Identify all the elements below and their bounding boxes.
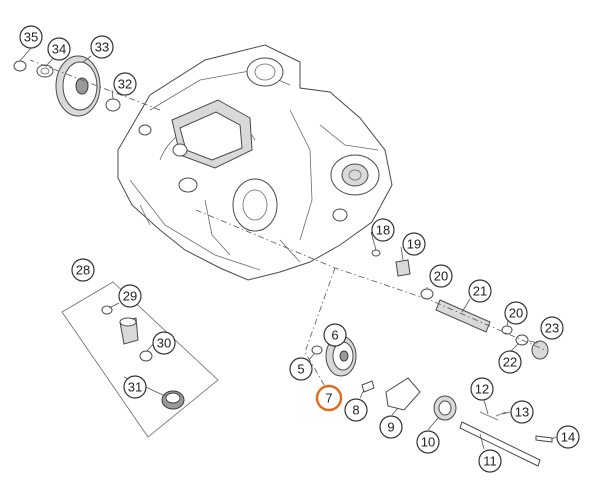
callout-29[interactable]: 29 xyxy=(118,284,142,308)
oring-20b xyxy=(501,325,513,335)
cover-9 xyxy=(385,377,421,411)
callout-11-label: 11 xyxy=(483,454,497,469)
callout-22[interactable]: 22 xyxy=(498,350,522,374)
callout-35[interactable]: 35 xyxy=(19,25,43,49)
inset-frame xyxy=(61,281,219,438)
callout-5-label: 5 xyxy=(297,362,304,377)
callout-34-label: 34 xyxy=(52,42,66,57)
bolt-8 xyxy=(361,380,375,393)
callout-21[interactable]: 21 xyxy=(468,279,492,303)
callout-14[interactable]: 14 xyxy=(556,425,580,449)
callout-18[interactable]: 18 xyxy=(371,218,395,242)
callout-7-label: 7 xyxy=(325,391,332,406)
washer-35 xyxy=(13,60,27,72)
pin-14 xyxy=(535,435,553,443)
callout-14-label: 14 xyxy=(561,430,575,445)
callout-34[interactable]: 34 xyxy=(47,37,71,61)
callout-32[interactable]: 32 xyxy=(113,72,137,96)
assembly-axis-lines xyxy=(29,59,546,396)
callout-30-label: 30 xyxy=(157,336,171,351)
callout-31[interactable]: 31 xyxy=(123,375,147,399)
ring-34 xyxy=(36,64,54,78)
balancer-gear-group xyxy=(13,55,121,117)
callout-5[interactable]: 5 xyxy=(289,357,313,381)
shaft-group xyxy=(371,249,549,360)
callout-6[interactable]: 6 xyxy=(323,323,347,347)
callout-9[interactable]: 9 xyxy=(379,415,403,439)
callout-28-label: 28 xyxy=(76,263,90,278)
callout-19-label: 19 xyxy=(407,237,421,252)
callout-13-label: 13 xyxy=(515,405,529,420)
callout-12[interactable]: 12 xyxy=(470,377,494,401)
pin-12 xyxy=(479,411,499,421)
shaft-21 xyxy=(435,299,491,333)
crankcase-housing xyxy=(117,44,393,281)
callout-20-upper[interactable]: 20 xyxy=(429,264,453,288)
callout-23[interactable]: 23 xyxy=(540,316,564,340)
callout-10[interactable]: 10 xyxy=(416,430,440,454)
plug-23 xyxy=(531,340,549,360)
bearing-32 xyxy=(105,98,121,112)
callout-12-label: 12 xyxy=(475,382,489,397)
callout-31-label: 31 xyxy=(128,380,142,395)
callout-19[interactable]: 19 xyxy=(402,232,426,256)
callout-33-label: 33 xyxy=(95,40,109,55)
callout-20-lower-label: 20 xyxy=(509,306,523,321)
callout-23-label: 23 xyxy=(545,321,559,336)
plug-19 xyxy=(395,259,411,277)
washer-5 xyxy=(311,345,323,355)
callout-22-label: 22 xyxy=(503,355,517,370)
filter-inset xyxy=(61,281,219,438)
callout-21-label: 21 xyxy=(473,284,487,299)
callout-28[interactable]: 28 xyxy=(71,258,95,282)
callout-18-label: 18 xyxy=(376,223,390,238)
callout-29-label: 29 xyxy=(123,289,137,304)
callout-32-label: 32 xyxy=(118,77,132,92)
callout-35-label: 35 xyxy=(24,30,38,45)
callout-7[interactable]: 7 xyxy=(315,384,343,412)
callout-30[interactable]: 30 xyxy=(152,331,176,355)
callout-9-label: 9 xyxy=(387,420,394,435)
callout-11[interactable]: 11 xyxy=(478,449,502,473)
callout-20-lower[interactable]: 20 xyxy=(504,301,528,325)
callout-8-label: 8 xyxy=(352,403,359,418)
callout-6-label: 6 xyxy=(331,328,338,343)
callout-10-label: 10 xyxy=(421,435,435,450)
callout-13[interactable]: 13 xyxy=(510,400,534,424)
washer-18 xyxy=(371,249,381,257)
callout-20-upper-label: 20 xyxy=(434,269,448,284)
callout-33[interactable]: 33 xyxy=(90,35,114,59)
shaft-11 xyxy=(459,421,541,467)
callout-8[interactable]: 8 xyxy=(344,398,368,422)
